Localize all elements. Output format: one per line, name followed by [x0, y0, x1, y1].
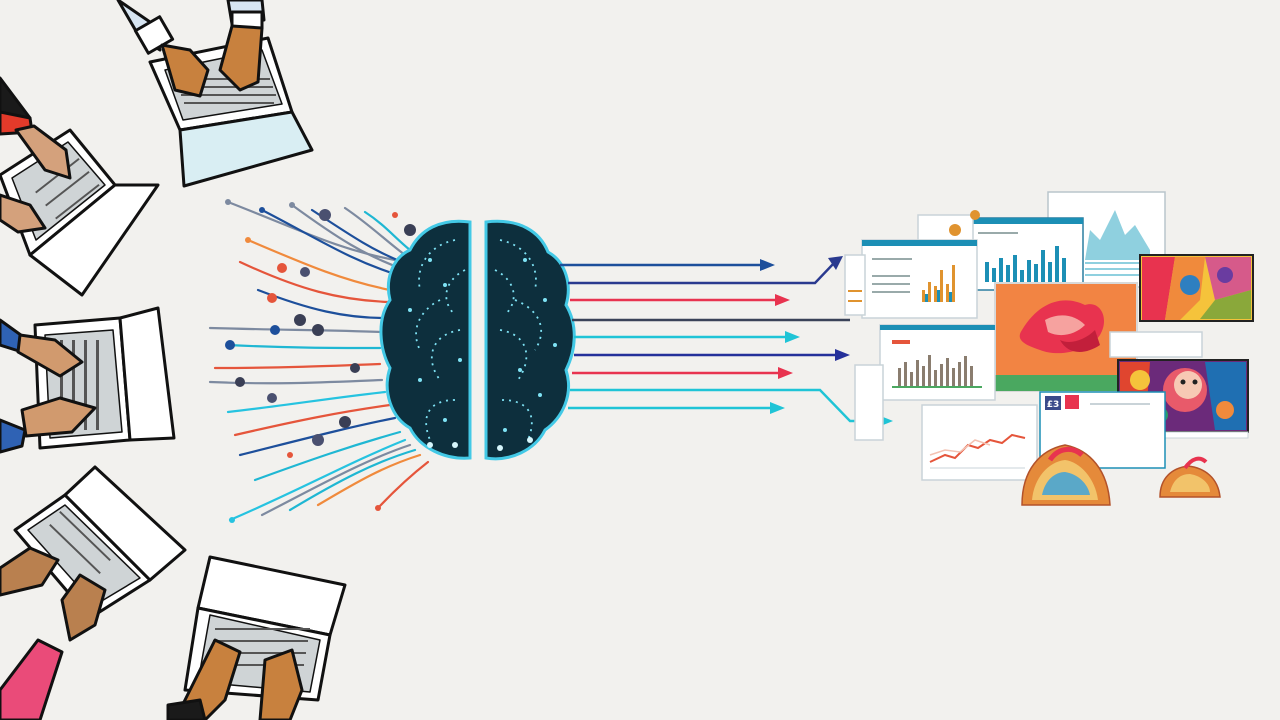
- output-collage: £3: [844, 191, 1254, 506]
- arms-top: [116, 0, 266, 98]
- input-nodes: [225, 199, 416, 523]
- brain-left-dots: [408, 258, 462, 448]
- paint-sculpture-small: [1159, 456, 1221, 498]
- paint-sculpture-large: [1021, 444, 1111, 506]
- bar-chart-card-mid: [861, 239, 978, 319]
- input-lines: [208, 200, 430, 522]
- line-chart-card: [921, 404, 1038, 481]
- arms-upper-left: [0, 76, 72, 234]
- laptop-lower-left: [13, 465, 187, 620]
- arrow-2: [568, 256, 843, 285]
- side-card-lower: [854, 364, 884, 441]
- laptop-top-keys-pattern: [175, 78, 276, 104]
- arrow-6: [574, 349, 850, 361]
- side-card-left: [844, 254, 866, 316]
- bar-chart-card-bottom: [879, 324, 996, 401]
- arms-bottom: [166, 638, 304, 720]
- arrow-3: [570, 294, 790, 306]
- brain: [379, 219, 576, 461]
- arrow-9: [568, 402, 785, 414]
- arrow-5: [574, 331, 800, 343]
- bar-chart-card-top: [967, 217, 1084, 291]
- arms-middle-left: [0, 318, 97, 454]
- brain-left-hemisphere: [379, 219, 472, 460]
- badge-text: £3: [1047, 400, 1060, 410]
- abstract-painting: [1139, 254, 1254, 322]
- brain-right-dots: [497, 258, 557, 451]
- arrow-1: [560, 259, 775, 271]
- brain-right-hemisphere: [484, 219, 576, 461]
- arrow-7: [572, 367, 793, 379]
- workers-group: [0, 0, 347, 720]
- arms-lower-left: [0, 546, 107, 720]
